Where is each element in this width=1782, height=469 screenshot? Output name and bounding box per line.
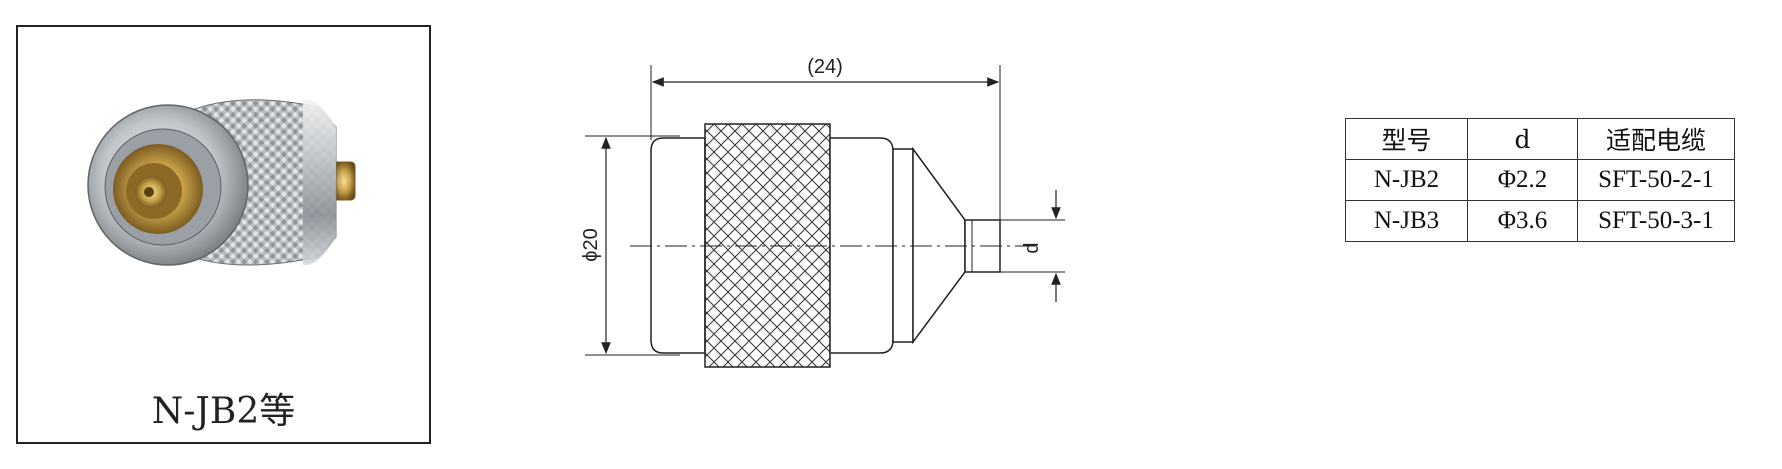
diameter-label: ϕ20 (580, 228, 602, 261)
cell-cable: SFT-50-3-1 (1577, 200, 1735, 242)
pin-dimension: d (1000, 190, 1065, 302)
technical-drawing: (24) ϕ20 d (580, 56, 1065, 368)
diameter-dimension: ϕ20 (580, 135, 680, 356)
length-dimension: (24) (650, 56, 1001, 235)
table-header-row: 型号 d 适配电缆 (1345, 118, 1735, 160)
cell-model: N-JB2 (1345, 159, 1468, 201)
table-row: N-JB2 Φ2.2 SFT-50-2-1 (1345, 159, 1735, 201)
product-caption: N-JB2等 (151, 391, 296, 432)
cell-d: Φ3.6 (1467, 200, 1578, 242)
product-photo-panel: N-JB2等 (16, 25, 431, 444)
connector-outline (630, 123, 1035, 368)
cell-cable: SFT-50-2-1 (1577, 159, 1735, 201)
cell-d: Φ2.2 (1467, 159, 1578, 201)
pin-label: d (1021, 242, 1043, 253)
cell-model: N-JB3 (1345, 200, 1468, 242)
header-d: d (1467, 118, 1578, 160)
header-cable: 适配电缆 (1577, 118, 1735, 160)
length-label: (24) (807, 56, 843, 78)
header-model: 型号 (1345, 118, 1468, 160)
connector-photo (87, 98, 356, 266)
table-row: N-JB3 Φ3.6 SFT-50-3-1 (1345, 200, 1735, 242)
spec-table: 型号 d 适配电缆 N-JB2 Φ2.2 SFT-50-2-1 N-JB3 Φ3… (1345, 118, 1735, 242)
